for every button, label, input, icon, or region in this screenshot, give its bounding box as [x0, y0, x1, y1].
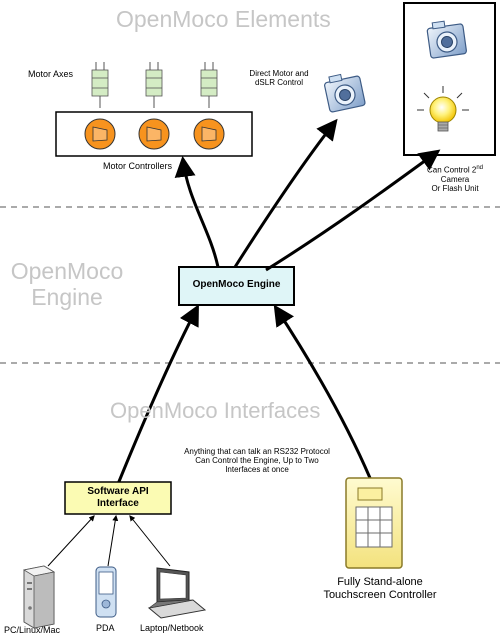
- standalone-label-line2: Touchscreen Controller: [323, 588, 437, 601]
- can-control-label-line1-text: Can Control 2: [426, 165, 477, 175]
- arrow-pc-to-api: [47, 515, 95, 567]
- section-title-elements: OpenMoco Elements: [116, 6, 331, 32]
- engine-box-label: OpenMoco Engine: [192, 279, 281, 290]
- arrow-pda-to-api: [107, 514, 119, 567]
- motor-axes-label: Motor Axes: [28, 69, 74, 79]
- direct-motor-label-line1: Direct Motor and: [249, 69, 309, 78]
- motor-axis-connector-icon: [91, 62, 109, 108]
- rs232-note-line2: Can Control the Engine, Up to Two: [195, 456, 319, 466]
- camera-icon: [426, 20, 467, 59]
- rs232-note-line1: Anything that can talk an RS232 Protocol: [184, 447, 330, 456]
- can-control-label-line2: Camera: [440, 174, 470, 184]
- pc-label: PC/Linux/Mac: [4, 625, 61, 635]
- motor-axis-connector-icon: [145, 62, 163, 108]
- software-api-label: Software API Interface: [65, 486, 171, 509]
- pda-label: PDA: [96, 623, 115, 633]
- arrow-laptop-to-api: [129, 515, 171, 567]
- arrow-touchscreen-to-engine: [273, 304, 372, 479]
- desktop-tower-icon: [22, 565, 56, 629]
- can-control-label-superscript: nd: [476, 165, 484, 171]
- arrow-engine-to-camera: [233, 118, 338, 268]
- arrow-api-to-engine: [116, 304, 199, 485]
- lightbulb-icon: [417, 86, 469, 132]
- section-title-engine-line2: Engine: [31, 284, 103, 311]
- motor-icon: [138, 118, 170, 150]
- software-api-label-line1: Software API: [87, 486, 149, 497]
- touchscreen-controller-icon: [345, 477, 403, 569]
- laptop-label: Laptop/Netbook: [140, 623, 204, 633]
- motor-icon: [193, 118, 225, 150]
- arrow-engine-to-second-device: [265, 149, 441, 272]
- standalone-label-line1: Fully Stand-alone: [337, 576, 423, 588]
- rs232-note-line3: Interfaces at once: [225, 465, 289, 475]
- motor-axis-connector-icon: [200, 62, 218, 108]
- can-control-label-line3: Or Flash Unit: [431, 184, 479, 194]
- software-api-box: [64, 481, 172, 515]
- motor-icon: [84, 118, 116, 150]
- can-control-label: Can Control 2nd Camera Or Flash Unit: [412, 165, 498, 193]
- direct-motor-label-line2: dSLR Control: [254, 78, 304, 88]
- direct-motor-label: Direct Motor and dSLR Control: [238, 69, 320, 87]
- pda-icon: [95, 566, 117, 618]
- can-control-label-line1: Can Control 2nd: [412, 165, 498, 175]
- section-title-engine: OpenMoco Engine: [8, 258, 126, 311]
- standalone-label: Fully Stand-alone Touchscreen Controller: [300, 576, 460, 601]
- section-title-engine-line1: OpenMoco: [10, 258, 124, 284]
- arrow-engine-to-motor-controllers: [174, 155, 220, 268]
- rs232-note: Anything that can talk an RS232 Protocol…: [168, 447, 346, 475]
- motor-controllers-label: Motor Controllers: [103, 161, 173, 171]
- engine-box: [178, 266, 295, 306]
- laptop-icon: [147, 567, 207, 619]
- software-api-label-line2: Interface: [97, 497, 139, 509]
- camera-icon: [324, 73, 366, 113]
- section-title-interfaces: OpenMoco Interfaces: [110, 398, 321, 423]
